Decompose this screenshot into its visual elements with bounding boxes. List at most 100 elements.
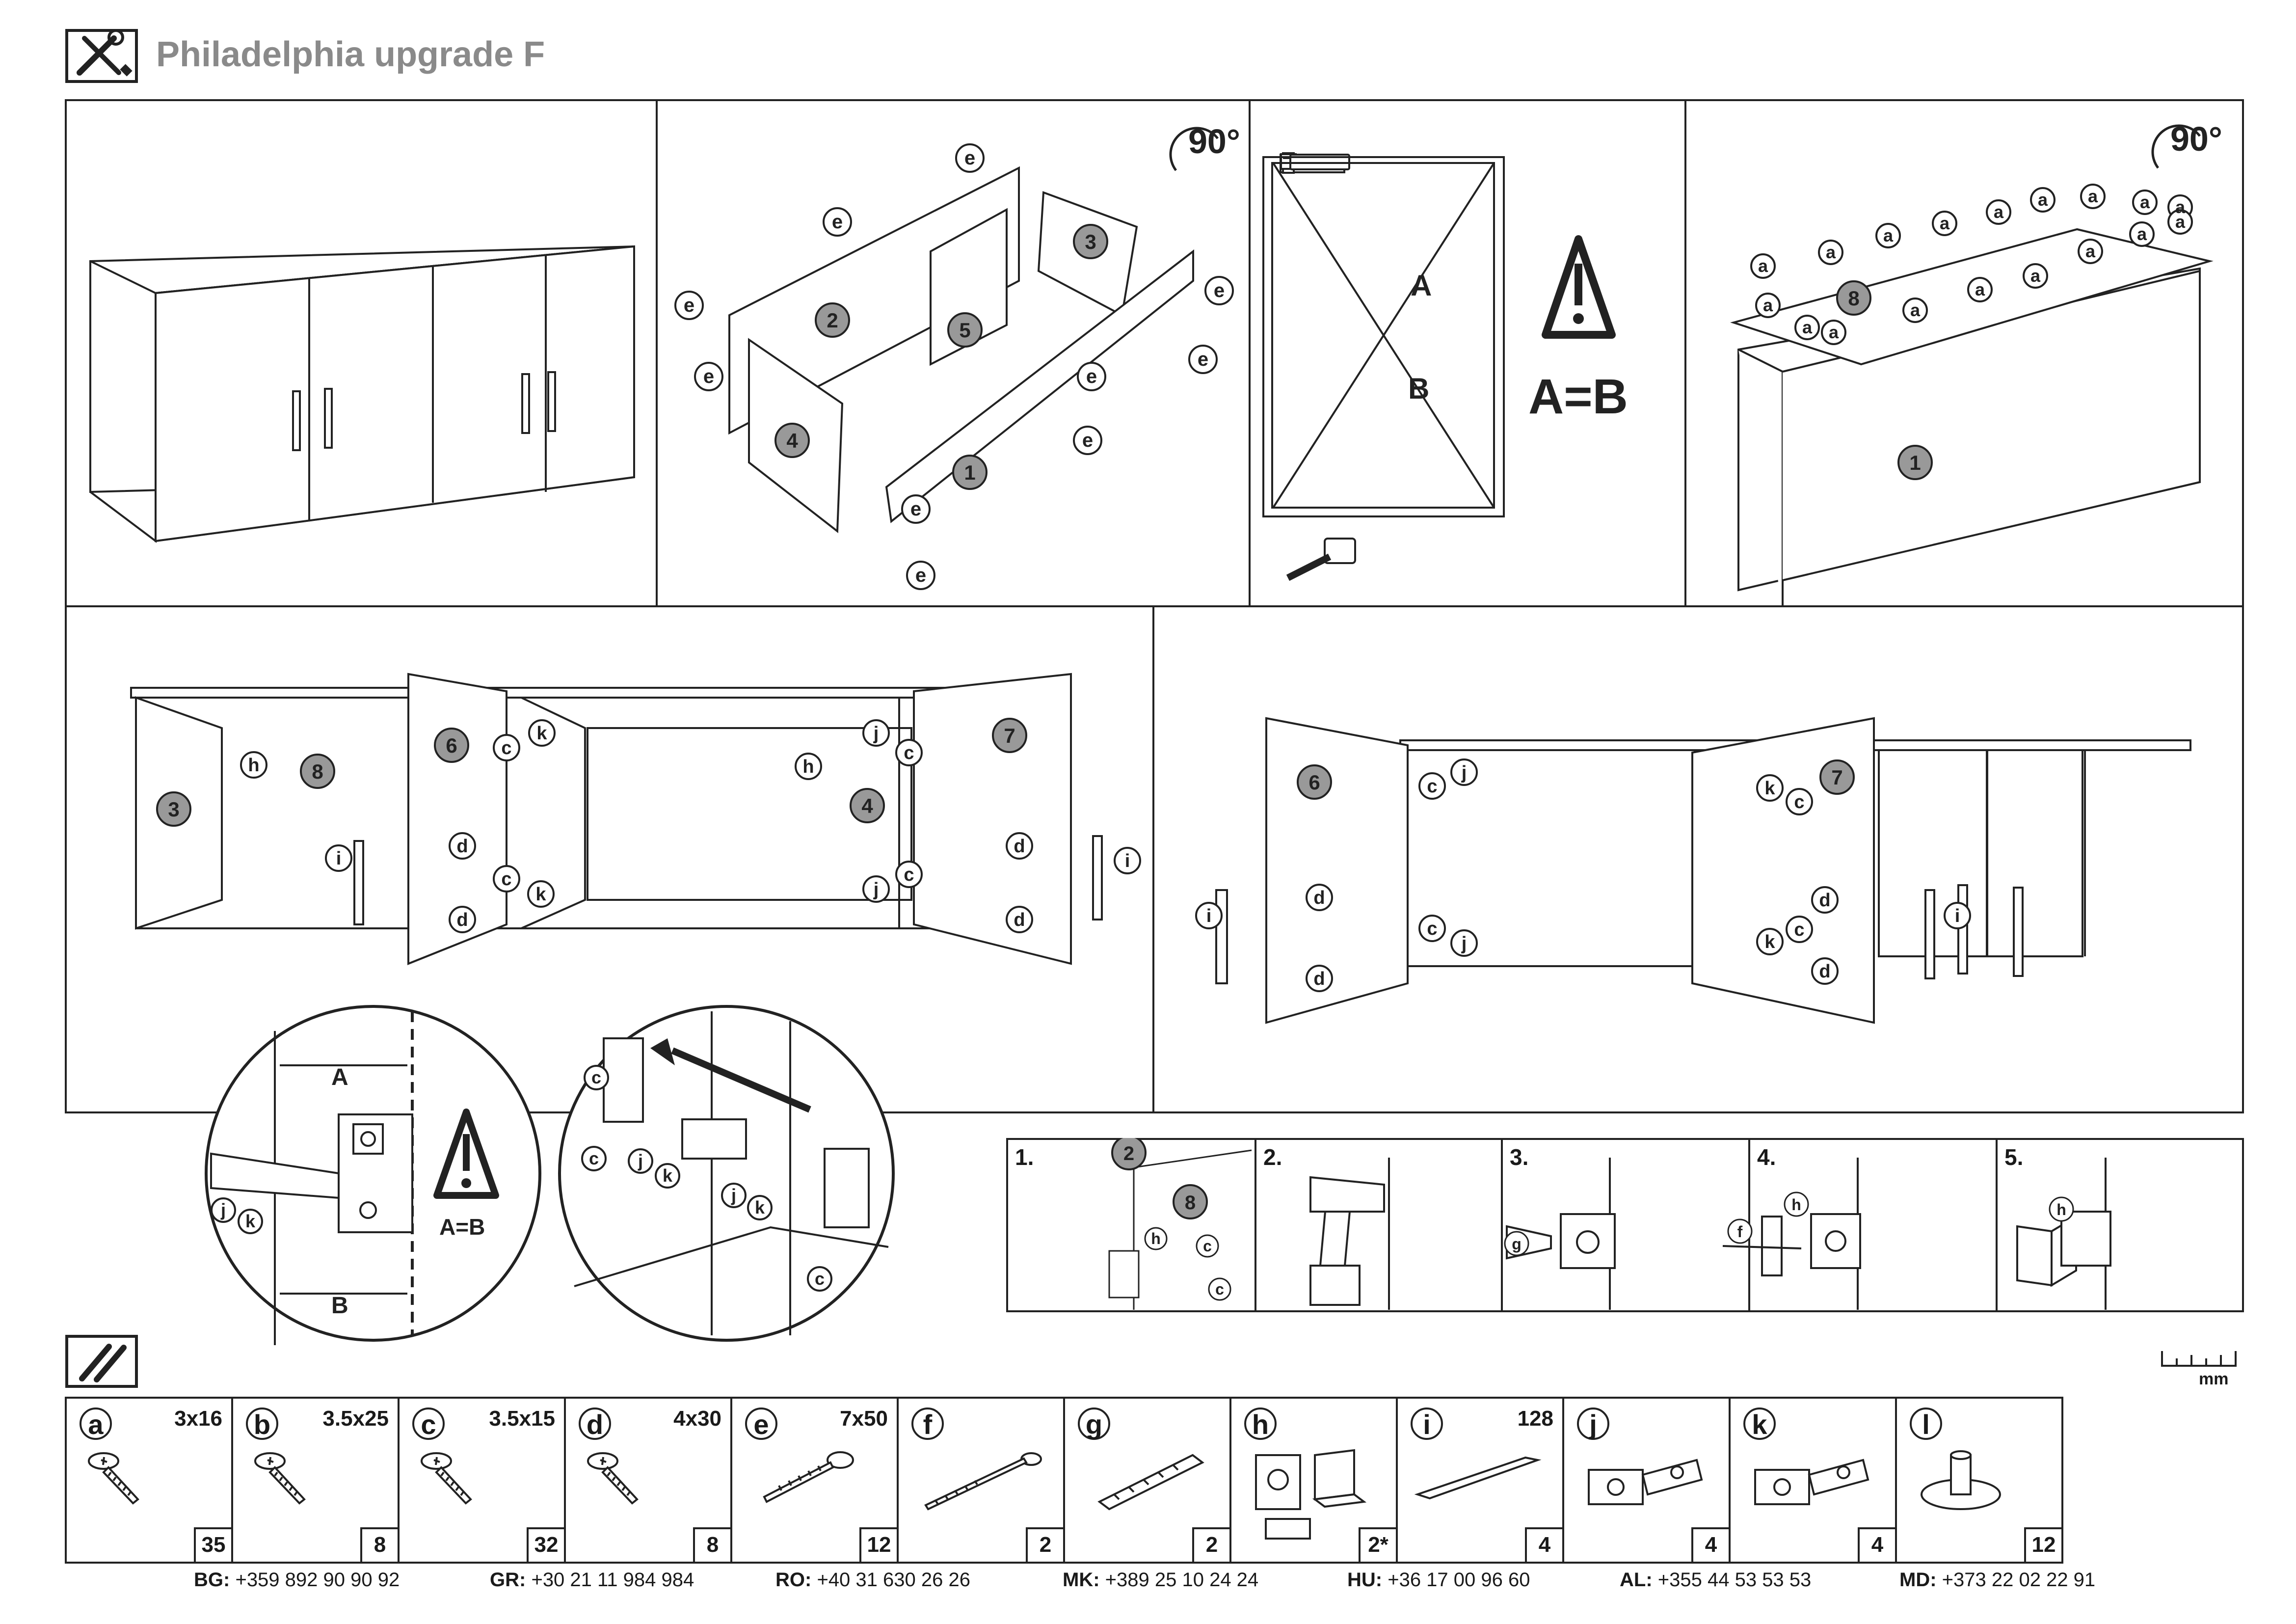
- svg-text:e: e: [910, 498, 921, 520]
- svg-text:a: a: [2175, 212, 2186, 232]
- svg-text:a: a: [2140, 192, 2150, 212]
- mini-step-2-label: 2.: [1263, 1144, 1282, 1170]
- panel-number-6-closed: 6: [1308, 771, 1320, 794]
- step-panel-doors-right: [1152, 605, 2244, 1113]
- svg-text:h: h: [1791, 1196, 1801, 1214]
- detail-b-label: B: [331, 1293, 348, 1319]
- mini-step-5: [1996, 1138, 2244, 1312]
- svg-text:a: a: [1975, 279, 1985, 299]
- svg-text:c: c: [1427, 776, 1437, 797]
- svg-text:c: c: [1215, 1280, 1224, 1298]
- svg-text:d: d: [1313, 969, 1325, 989]
- part-letter: i: [1411, 1407, 1443, 1440]
- contact-phone: +40 31 630 26 26: [817, 1569, 970, 1591]
- svg-text:c: c: [1427, 919, 1437, 939]
- part-quantity: 2: [1026, 1527, 1063, 1562]
- svg-text:d: d: [456, 910, 468, 930]
- svg-text:a: a: [2030, 266, 2041, 286]
- svg-text:e: e: [1198, 349, 1208, 370]
- confirmat-screw-icon: [747, 1445, 860, 1512]
- part-size: 128: [1517, 1407, 1553, 1431]
- svg-text:c: c: [1794, 792, 1804, 812]
- doors-open-drawing: 3 8 6 4 7 hid dck ckh jcj cdd i: [130, 673, 1141, 965]
- panel-number-8-door: 8: [312, 760, 323, 783]
- ruler-icon: mm: [2160, 1346, 2238, 1388]
- part-cell-b: b 3.5x25 8: [231, 1397, 400, 1564]
- part-size: 4x30: [673, 1407, 721, 1431]
- svg-text:k: k: [1764, 778, 1775, 799]
- carcass-assembly-drawing: 2 3 5 4 1 eee eee eee e 90°: [674, 122, 1240, 590]
- contact-phone: +36 17 00 96 60: [1388, 1569, 1530, 1591]
- svg-text:k: k: [663, 1165, 673, 1186]
- long-screw-icon: [913, 1445, 1046, 1516]
- panel-number-7: 7: [1004, 724, 1015, 747]
- warning-formula: A=B: [1528, 369, 1628, 424]
- svg-text:c: c: [815, 1269, 825, 1289]
- svg-text:j: j: [1461, 933, 1467, 954]
- part-letter: f: [911, 1407, 944, 1440]
- part-size: 3.5x25: [322, 1407, 389, 1431]
- svg-text:e: e: [1082, 430, 1093, 451]
- contact-country: RO:: [775, 1569, 812, 1591]
- svg-text:a: a: [1994, 202, 2004, 222]
- part-cell-a: a 3x16 35: [65, 1397, 233, 1564]
- svg-text:a: a: [1758, 256, 1768, 276]
- handle-icon: [1413, 1445, 1545, 1507]
- svg-text:e: e: [1214, 280, 1225, 301]
- detail-warning: A=B: [439, 1214, 485, 1240]
- panel-number-5: 5: [959, 319, 970, 342]
- svg-text:k: k: [245, 1211, 256, 1231]
- svg-text:f: f: [1737, 1223, 1743, 1241]
- screw-icon: [248, 1445, 321, 1512]
- contact-phone: +30 21 11 984 984: [531, 1569, 694, 1591]
- svg-text:a: a: [2088, 186, 2098, 206]
- part-quantity: 35: [194, 1527, 231, 1562]
- mini-step-1-label: 1.: [1015, 1144, 1034, 1170]
- cabinet-overview-drawing: [89, 245, 635, 543]
- contact-country: GR:: [490, 1569, 526, 1591]
- screw-icon: [81, 1445, 155, 1512]
- svg-text:e: e: [832, 211, 843, 233]
- part-quantity: 12: [859, 1527, 897, 1562]
- svg-text:c: c: [501, 738, 511, 758]
- part-quantity: 8: [360, 1527, 398, 1562]
- part-letter: e: [745, 1407, 777, 1440]
- hinge-adjust-detail: A B A=B j k: [205, 1005, 541, 1345]
- part-letter: k: [1743, 1407, 1776, 1440]
- rotate-label: 90°: [1188, 122, 1240, 161]
- svg-text:e: e: [684, 295, 694, 316]
- part-quantity: 4: [1691, 1527, 1729, 1562]
- part-letter: g: [1078, 1407, 1110, 1440]
- part-quantity: 4: [1525, 1527, 1562, 1562]
- svg-text:e: e: [1086, 366, 1097, 387]
- detail-a-label: A: [331, 1064, 348, 1090]
- svg-text:a: a: [1940, 213, 1950, 233]
- part-cell-i: i 128 4: [1396, 1397, 1564, 1564]
- tools-icon: [65, 28, 138, 83]
- part-letter: b: [246, 1407, 278, 1440]
- svg-text:a: a: [2038, 189, 2048, 210]
- mini-step-4-label: 4.: [1757, 1144, 1776, 1170]
- svg-text:c: c: [1794, 920, 1804, 940]
- contact-entry: MK: +389 25 10 24 24: [1063, 1569, 1258, 1591]
- part-letter: a: [80, 1407, 112, 1440]
- panel-number-1: 1: [964, 461, 975, 484]
- part-size: 7x50: [840, 1407, 888, 1431]
- hardware-icon: [65, 1334, 138, 1388]
- svg-text:g: g: [1512, 1235, 1522, 1253]
- part-size: 3x16: [174, 1407, 222, 1431]
- contact-phone: +355 44 53 53 53: [1657, 1569, 1812, 1591]
- svg-text:a: a: [1802, 317, 1813, 337]
- svg-text:c: c: [589, 1148, 599, 1168]
- svg-text:j: j: [731, 1185, 736, 1205]
- svg-text:h: h: [2056, 1201, 2066, 1218]
- svg-text:a: a: [1910, 300, 1921, 320]
- warning-icon: [1542, 235, 1616, 339]
